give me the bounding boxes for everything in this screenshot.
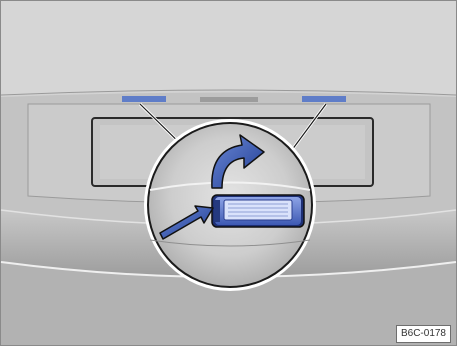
license-plate-light-left <box>122 96 166 102</box>
license-plate-light-unit-icon <box>212 195 304 227</box>
rear-lid-surface <box>1 1 456 95</box>
figure-code: B6C-0178 <box>396 325 451 343</box>
license-plate-light-right <box>302 96 346 102</box>
rear-lid-trim <box>200 97 258 102</box>
